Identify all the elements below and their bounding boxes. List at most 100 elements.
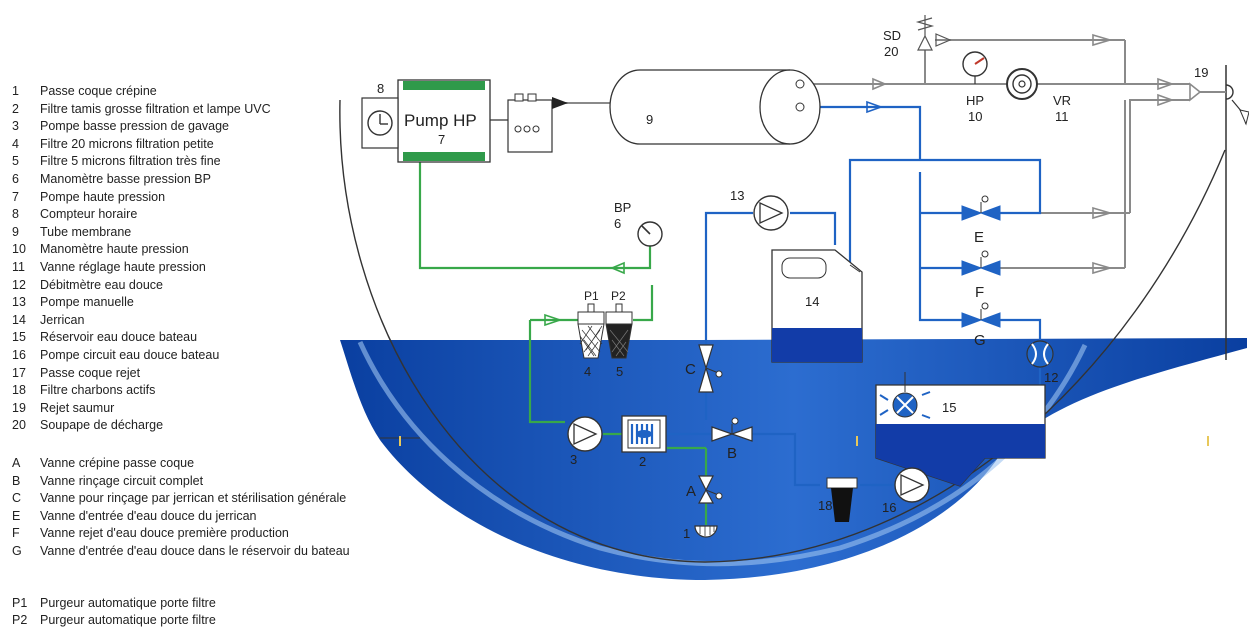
sea (340, 338, 1247, 580)
valve-f: F (961, 250, 1001, 301)
valve-e-label: E (974, 229, 984, 246)
legend-item-key: A (12, 456, 21, 470)
legend-item-label: Purgeur automatique porte filtre (40, 612, 216, 627)
hand-pump-number: 13 (730, 188, 744, 203)
hp-gauge: HP 10 (962, 51, 988, 124)
hour-meter-number: 8 (377, 81, 384, 96)
valve-b: B (711, 417, 753, 462)
bp-gauge-number: 6 (614, 216, 621, 231)
legend-item-label: Passe coque rejet (40, 365, 141, 380)
jerrican: 14 (771, 249, 863, 363)
legend-item-key: 9 (12, 224, 19, 239)
valve-b-label: B (727, 445, 737, 462)
legend-item-label: Filtre 5 microns filtration très fine (40, 154, 221, 169)
valve-c: C (685, 344, 723, 393)
legend-item-label: Vanne réglage haute pression (40, 260, 206, 274)
carbon-filter-number: 18 (818, 498, 832, 513)
sd-number: 20 (884, 44, 898, 59)
legend-item-key: 8 (12, 207, 19, 222)
legend-item: 4 Filtre 20 microns filtration petite (12, 137, 214, 151)
legend-item-key: 14 (12, 312, 26, 327)
legend-item-label: Vanne rejet d'eau douce première product… (40, 526, 289, 541)
legend-item-key: 20 (12, 418, 26, 433)
legend-item: 9 Tube membrane (12, 225, 131, 239)
legend-item: 14 Jerrican (12, 313, 84, 327)
legend-item-label: Purgeur automatique porte filtre (40, 596, 216, 610)
legend-item-key: 4 (12, 136, 19, 151)
legend-item-key: 10 (12, 242, 26, 257)
carbon-filter: 18 (818, 477, 858, 522)
hand-pump: 13 (730, 188, 789, 231)
legend-item-key: P2 (12, 612, 28, 627)
legend-item-key: F (12, 526, 20, 541)
legend-item-key: B (12, 473, 21, 488)
relief-valve: SD 20 (883, 15, 952, 59)
legend-item-label: Vanne pour rinçage par jerrican et stéri… (40, 491, 347, 506)
valve-a-label: A (686, 483, 696, 500)
seacock-number: 1 (683, 526, 690, 541)
legend-item: 18 Filtre charbons actifs (12, 383, 155, 397)
legend-item-key: 12 (12, 277, 26, 292)
legend-item: F Vanne rejet d'eau douce première produc… (12, 526, 289, 540)
hp-gauge-number: 10 (968, 109, 982, 124)
legend-item-label: Jerrican (40, 312, 85, 327)
legend-item-label: Passe coque crépine (40, 84, 157, 98)
vr-number: 11 (1055, 109, 1069, 124)
jerrican-number: 14 (805, 294, 819, 309)
boat-pump: 16 (882, 467, 930, 515)
green-arrow-heads (544, 261, 625, 327)
bp-gauge-label: BP (614, 200, 631, 215)
legend-item-key: 17 (12, 365, 26, 380)
valve-a: A (686, 475, 723, 504)
legend-item-label: Manomètre basse pression BP (40, 172, 211, 186)
hour-meter: 8 (361, 81, 399, 149)
legend-item-label: Filtre 20 microns filtration petite (40, 136, 214, 151)
legend-item-key: 15 (12, 330, 26, 345)
legend-item: 8 Compteur horaire (12, 207, 137, 221)
legend-item-label: Compteur horaire (40, 207, 138, 222)
strainer-uv-filter: 2 (621, 415, 667, 469)
legend-item: 5 Filtre 5 microns filtration très fine (12, 154, 221, 168)
legend-item-label: Vanne rinçage circuit complet (40, 473, 204, 488)
legend-item-key: 18 (12, 383, 26, 398)
legend-item-key: 19 (12, 400, 26, 415)
seacock: 1 (683, 525, 718, 541)
filter-5-number: 5 (616, 364, 623, 379)
legend-item: 10 Manomètre haute pression (12, 242, 189, 256)
legend-item: 17 Passe coque rejet (12, 366, 140, 380)
legend-item-key: 3 (12, 119, 19, 134)
low-pressure-pump: 3 (567, 416, 603, 467)
legend-item-label: Vanne d'entrée d'eau douce du jerrican (40, 508, 257, 523)
legend-item-label: Manomètre haute pression (40, 242, 189, 257)
blue-arrow-heads (866, 100, 884, 114)
valve-e: E (961, 195, 1001, 246)
legend-item-key: 7 (12, 189, 19, 204)
legend-item-label: Pompe circuit eau douce bateau (40, 348, 220, 362)
legend-item-key: P1 (12, 596, 28, 610)
filter-5-micron: P2 5 (605, 289, 633, 379)
high-pressure-pump: Pump HP 7 (397, 79, 491, 163)
vr-label: VR (1053, 93, 1071, 108)
legend-item-label: Tube membrane (40, 224, 132, 239)
legend-item-key: 5 (12, 154, 19, 169)
filter-p2-label: P2 (611, 289, 626, 303)
valve-g: G (961, 302, 1001, 349)
legend-item: 16 Pompe circuit eau douce bateau (12, 348, 219, 362)
legend-item-label: Filtre charbons actifs (40, 383, 156, 398)
brine-outlet-number: 19 (1194, 65, 1208, 80)
legend-item-key: 16 (12, 348, 26, 362)
filter-20-number: 4 (584, 364, 591, 379)
strainer-number: 2 (639, 454, 646, 469)
